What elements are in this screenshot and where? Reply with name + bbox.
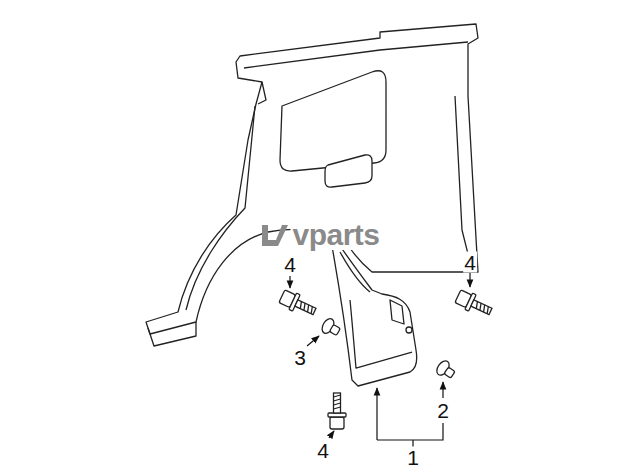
watermark: vparts [290,220,381,250]
watermark-logo [262,225,288,246]
callout-number: 3 [293,347,307,368]
mud-flap [332,240,417,386]
callout-number: 4 [316,440,330,461]
leader-lines [290,273,470,447]
callout-number: 2 [436,400,450,421]
callout-number: 4 [283,254,297,275]
quarter-panel [146,24,478,346]
callout-number: 1 [406,446,420,467]
callout-number: 4 [463,252,477,273]
bolts [278,288,494,429]
